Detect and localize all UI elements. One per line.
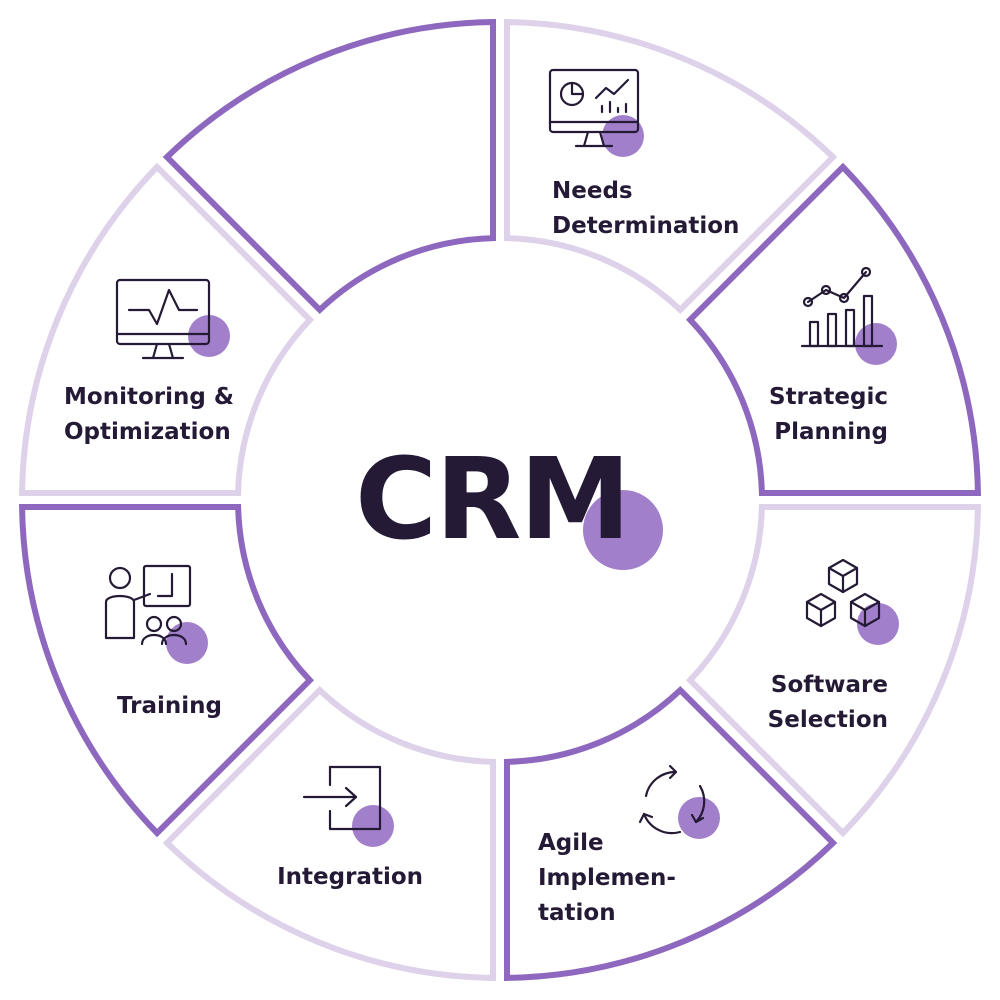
login-arrow-icon <box>302 765 382 831</box>
segment-integration: Integration <box>19 503 423 890</box>
segment-shape <box>162 685 497 981</box>
segment-label: Planning <box>774 419 888 445</box>
segment-shape <box>162 19 497 315</box>
segment-label: Agile <box>538 830 604 856</box>
accent-dot <box>857 603 899 645</box>
cubes-icon <box>805 558 881 628</box>
center-hub: CRM <box>268 268 732 732</box>
segment-shape <box>19 503 315 838</box>
segment-label: Selection <box>768 707 888 733</box>
bar-line-chart-icon <box>800 266 884 348</box>
segment-shape <box>19 162 315 497</box>
cycle-arrows-icon <box>638 764 706 835</box>
segment-training: Training <box>19 162 315 719</box>
accent-dot <box>855 323 897 365</box>
segment-label: Training <box>117 693 222 719</box>
monitor-pulse-icon <box>115 278 211 360</box>
presentation-icon <box>104 564 192 646</box>
center-accent-dot <box>583 490 663 570</box>
segment-label: Needs <box>552 178 633 204</box>
segment-label: Integration <box>277 864 423 890</box>
segment-label: Strategic <box>769 384 888 410</box>
segment-shape <box>503 19 838 315</box>
segment-label: tation <box>538 900 616 926</box>
center-title: CRM <box>355 435 629 565</box>
segment-label: Implemen- <box>538 865 676 891</box>
segment-shape <box>685 162 981 497</box>
monitor-analytics-icon <box>548 68 640 148</box>
segment-label: Software <box>771 672 888 698</box>
segment-shape <box>685 503 981 838</box>
segment-monitoring-optimization: Monitoring & Optimization <box>64 19 497 445</box>
segment-label: Optimization <box>64 419 231 445</box>
segment-label: Determination <box>552 213 739 239</box>
segment-label: Monitoring & <box>64 384 234 410</box>
accent-dot <box>352 805 394 847</box>
